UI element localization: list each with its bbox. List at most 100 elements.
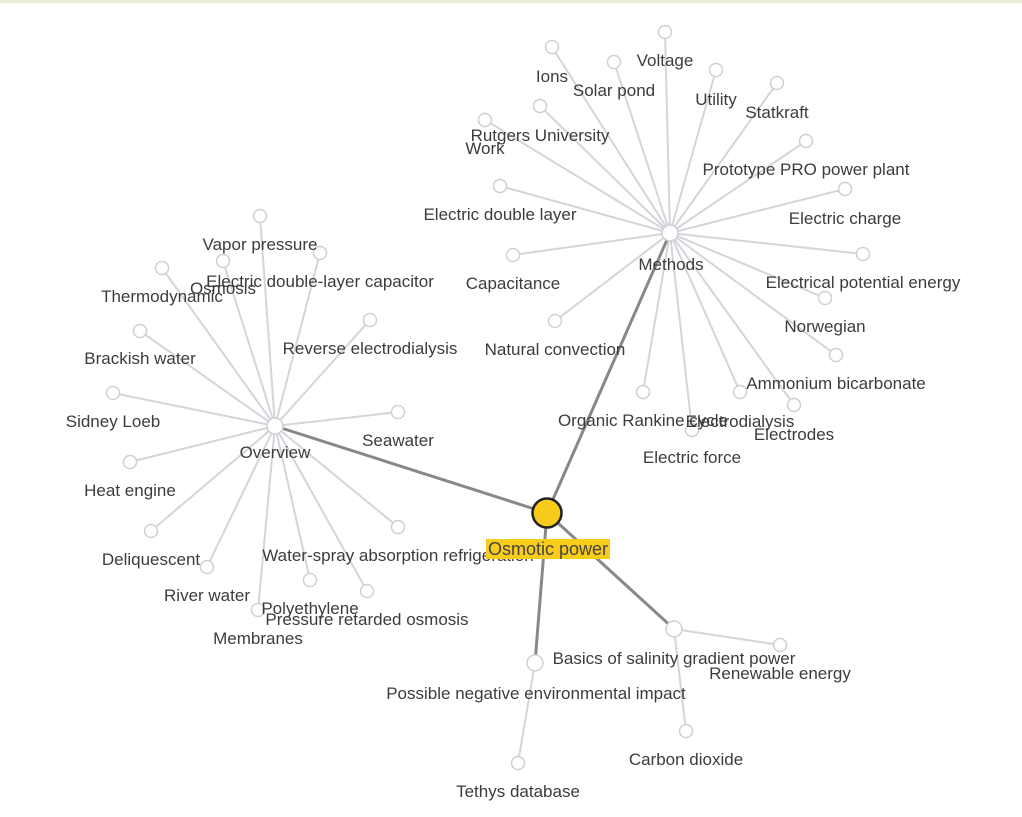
- node-heat-engine[interactable]: [122, 454, 138, 470]
- label-norwegian[interactable]: Norwegian: [784, 317, 865, 336]
- node-basics[interactable]: [665, 620, 683, 638]
- node-statkraft[interactable]: [769, 75, 785, 91]
- label-statkraft[interactable]: Statkraft: [745, 103, 809, 122]
- node-natural-convection[interactable]: [547, 313, 563, 329]
- label-utility[interactable]: Utility: [695, 90, 737, 109]
- edge-edlc: [274, 252, 321, 427]
- node-carbon-dioxide[interactable]: [678, 723, 694, 739]
- label-thermodynamic[interactable]: Thermodynamic: [101, 287, 223, 306]
- node-electrodialysis[interactable]: [732, 384, 748, 400]
- label-natural-convection[interactable]: Natural convection: [485, 340, 626, 359]
- node-electric-force[interactable]: [684, 422, 700, 438]
- label-electric-charge[interactable]: Electric charge: [789, 209, 901, 228]
- node-solar-pond[interactable]: [606, 54, 622, 70]
- label-electric-force[interactable]: Electric force: [643, 448, 741, 467]
- label-water-spray[interactable]: Water-spray absorption refrigeration: [262, 546, 534, 565]
- label-osmotic-power[interactable]: Osmotic power: [488, 539, 608, 559]
- label-electrodes[interactable]: Electrodes: [754, 425, 834, 444]
- node-voltage[interactable]: [657, 24, 673, 40]
- label-capacitance[interactable]: Capacitance: [466, 274, 561, 293]
- node-norwegian[interactable]: [817, 290, 833, 306]
- edge-vapor-pressure: [259, 215, 276, 427]
- edge-organic-rankine: [642, 232, 671, 393]
- label-organic-rankine[interactable]: Organic Rankine cycle: [558, 411, 728, 430]
- label-voltage[interactable]: Voltage: [637, 51, 694, 70]
- label-pro[interactable]: Pressure retarded osmosis: [265, 610, 468, 629]
- node-osmosis[interactable]: [215, 253, 231, 269]
- node-overview[interactable]: [266, 417, 284, 435]
- node-prototype[interactable]: [798, 133, 814, 149]
- node-renewable[interactable]: [772, 637, 788, 653]
- label-osmosis[interactable]: Osmosis: [190, 279, 256, 298]
- label-deliquescent[interactable]: Deliquescent: [102, 550, 201, 569]
- node-seawater[interactable]: [390, 404, 406, 420]
- node-work[interactable]: [477, 112, 493, 128]
- node-epe[interactable]: [855, 246, 871, 262]
- node-brackish[interactable]: [132, 323, 148, 339]
- label-heat-engine[interactable]: Heat engine: [84, 481, 176, 500]
- label-edlc[interactable]: Electric double-layer capacitor: [206, 272, 434, 291]
- label-prototype[interactable]: Prototype PRO power plant: [703, 160, 910, 179]
- edge-electric-force: [669, 232, 693, 431]
- node-water-spray[interactable]: [390, 519, 406, 535]
- label-basics[interactable]: Basics of salinity gradient power: [553, 649, 796, 668]
- label-reverse-ed[interactable]: Reverse electrodialysis: [283, 339, 458, 358]
- label-rutgers[interactable]: Rutgers University: [471, 126, 610, 145]
- edge-solar-pond: [613, 61, 671, 234]
- edge-water-spray: [274, 425, 399, 528]
- node-membranes[interactable]: [250, 602, 266, 618]
- node-sidney[interactable]: [105, 385, 121, 401]
- label-solar-pond[interactable]: Solar pond: [573, 81, 655, 100]
- edge-rutgers: [539, 105, 671, 234]
- node-deliquescent[interactable]: [143, 523, 159, 539]
- node-edlc[interactable]: [312, 245, 328, 261]
- label-ions[interactable]: Ions: [536, 67, 568, 86]
- edge-sidney: [112, 392, 276, 427]
- edge-methods: [545, 232, 672, 514]
- label-ammonium[interactable]: Ammonium bicarbonate: [746, 374, 926, 393]
- edge-overview: [274, 424, 548, 515]
- edge-electrodes: [669, 232, 795, 406]
- node-possible-negative[interactable]: [526, 654, 544, 672]
- label-methods[interactable]: Methods: [638, 255, 703, 274]
- top-border: [0, 0, 1022, 3]
- label-renewable[interactable]: Renewable energy: [709, 664, 851, 683]
- label-possible-negative[interactable]: Possible negative environmental impact: [386, 684, 686, 703]
- label-river-water[interactable]: River water: [164, 586, 250, 605]
- label-epe[interactable]: Electrical potential energy: [766, 273, 961, 292]
- label-polyethylene[interactable]: Polyethylene: [261, 599, 358, 618]
- node-electric-charge[interactable]: [837, 181, 853, 197]
- label-edl[interactable]: Electric double layer: [423, 205, 576, 224]
- label-tethys[interactable]: Tethys database: [456, 782, 580, 801]
- node-ions[interactable]: [544, 39, 560, 55]
- node-tethys[interactable]: [510, 755, 526, 771]
- node-vapor-pressure[interactable]: [252, 208, 268, 224]
- label-membranes[interactable]: Membranes: [213, 629, 303, 648]
- node-thermodynamic[interactable]: [154, 260, 170, 276]
- node-ammonium[interactable]: [828, 347, 844, 363]
- node-rutgers[interactable]: [532, 98, 548, 114]
- label-vapor-pressure[interactable]: Vapor pressure: [203, 235, 318, 254]
- node-pro[interactable]: [359, 583, 375, 599]
- label-sidney[interactable]: Sidney Loeb: [66, 412, 161, 431]
- node-organic-rankine[interactable]: [635, 384, 651, 400]
- label-overview[interactable]: Overview: [240, 443, 312, 462]
- label-brackish[interactable]: Brackish water: [84, 349, 196, 368]
- node-osmotic-power[interactable]: [531, 497, 563, 529]
- node-polyethylene[interactable]: [302, 572, 318, 588]
- node-utility[interactable]: [708, 62, 724, 78]
- label-electrodialysis[interactable]: Electrodialysis: [686, 412, 795, 431]
- label-seawater[interactable]: Seawater: [362, 431, 434, 450]
- edge-deliquescent: [150, 425, 276, 532]
- node-capacitance[interactable]: [505, 247, 521, 263]
- node-reverse-ed[interactable]: [362, 312, 378, 328]
- node-river-water[interactable]: [199, 559, 215, 575]
- node-methods[interactable]: [661, 224, 679, 242]
- node-electrodes[interactable]: [786, 397, 802, 413]
- node-edl[interactable]: [492, 178, 508, 194]
- edge-basics: [545, 511, 676, 631]
- label-work[interactable]: Work: [465, 139, 505, 158]
- label-carbon-dioxide[interactable]: Carbon dioxide: [629, 750, 743, 769]
